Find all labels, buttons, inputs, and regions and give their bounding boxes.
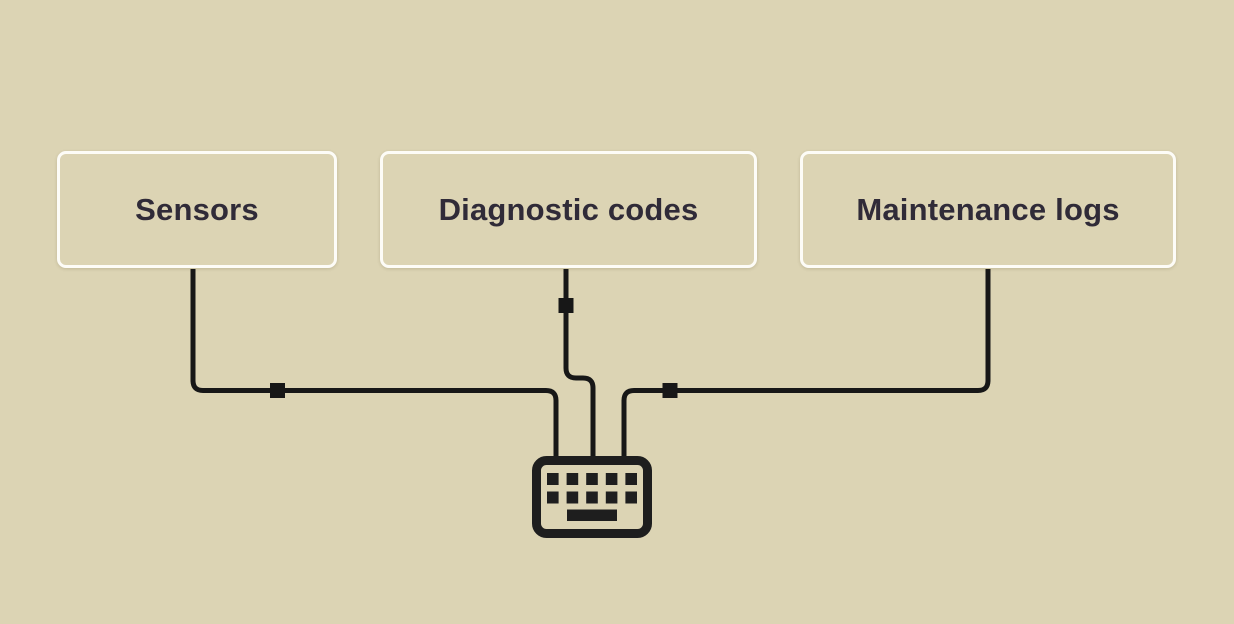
junction-marker-sensors — [270, 383, 285, 398]
node-sensors-label: Sensors — [135, 191, 259, 227]
edge-sensors-to-keyboard — [190, 269, 559, 457]
junction-marker-maintenance-logs — [662, 383, 678, 398]
edge-diagnostic-codes-to-keyboard — [563, 269, 596, 457]
junction-marker-diagnostic-codes — [558, 298, 574, 313]
node-sensors[interactable]: Sensors — [57, 151, 337, 268]
node-maintenance-logs[interactable]: Maintenance logs — [800, 151, 1176, 268]
edge-maintenance-logs-to-keyboard — [621, 269, 991, 457]
keyboard-icon — [532, 456, 652, 538]
keyboard-frame — [532, 456, 652, 538]
node-maintenance-logs-label: Maintenance logs — [856, 191, 1120, 227]
node-diagnostic-codes-label: Diagnostic codes — [438, 191, 699, 227]
node-diagnostic-codes[interactable]: Diagnostic codes — [380, 151, 757, 268]
keyboard-spacebar-key — [567, 509, 617, 521]
